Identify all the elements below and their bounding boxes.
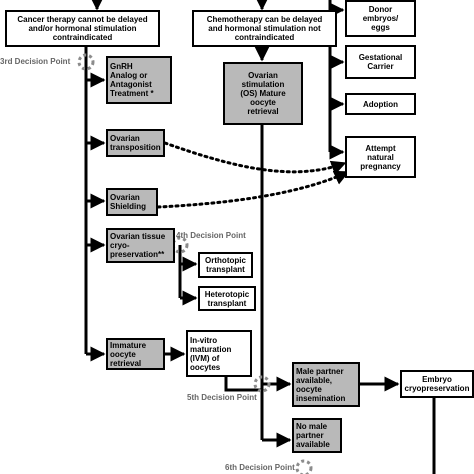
node-male-partner: Male partner available, oocyte inseminat… — [292, 362, 360, 407]
decision-point-4: 4th Decision Point — [176, 231, 246, 240]
decision-point-3: 3rd Decision Point — [0, 57, 71, 66]
dp6-marker — [295, 459, 313, 474]
node-gestational-carrier: Gestational Carrier — [345, 45, 416, 79]
node-ovarian-stimulation: Ovarian stimulation (OS) Mature oocyte r… — [223, 62, 303, 125]
dp5-marker — [253, 375, 271, 393]
dotted-arrow-shielding — [156, 170, 350, 209]
node-no-male-partner: No male partner available — [292, 418, 342, 453]
dp3-marker — [77, 53, 95, 71]
decision-point-5: 5th Decision Point — [187, 393, 257, 402]
dp4-marker — [171, 236, 189, 254]
node-ivm: In-vitro maturation (IVM) of oocytes — [186, 330, 252, 377]
node-attempt-natural-pregnancy: Attempt natural pregnancy — [345, 136, 416, 178]
node-embryo-cryo: Embryo cryopreservation — [400, 370, 474, 398]
node-immature-oocyte: Immature oocyte retrieval — [106, 338, 165, 370]
node-adoption: Adoption — [345, 93, 416, 115]
node-orthotopic: Orthotopic transplant — [198, 252, 253, 278]
node-heterotopic: Heterotopic transplant — [198, 286, 256, 311]
node-gnrh: GnRH Analog or Antagonist Treatment * — [106, 56, 172, 104]
node-donor: Donor embryos/ eggs — [345, 0, 416, 37]
node-ovarian-tissue: Ovarian tissue cryo- preservation** — [106, 228, 175, 263]
node-ovarian-transposition: Ovarian transposition — [106, 129, 165, 157]
node-ovarian-shielding: Ovarian Shielding — [106, 188, 158, 216]
node-cannot-delay: Cancer therapy cannot be delayed and/or … — [5, 10, 160, 47]
decision-point-6: 6th Decision Point — [225, 463, 295, 472]
ivm-to-middle-line — [224, 377, 262, 392]
node-can-delay: Chemotherapy can be delayed and hormonal… — [192, 10, 337, 47]
dotted-arrow-transposition — [163, 141, 347, 175]
